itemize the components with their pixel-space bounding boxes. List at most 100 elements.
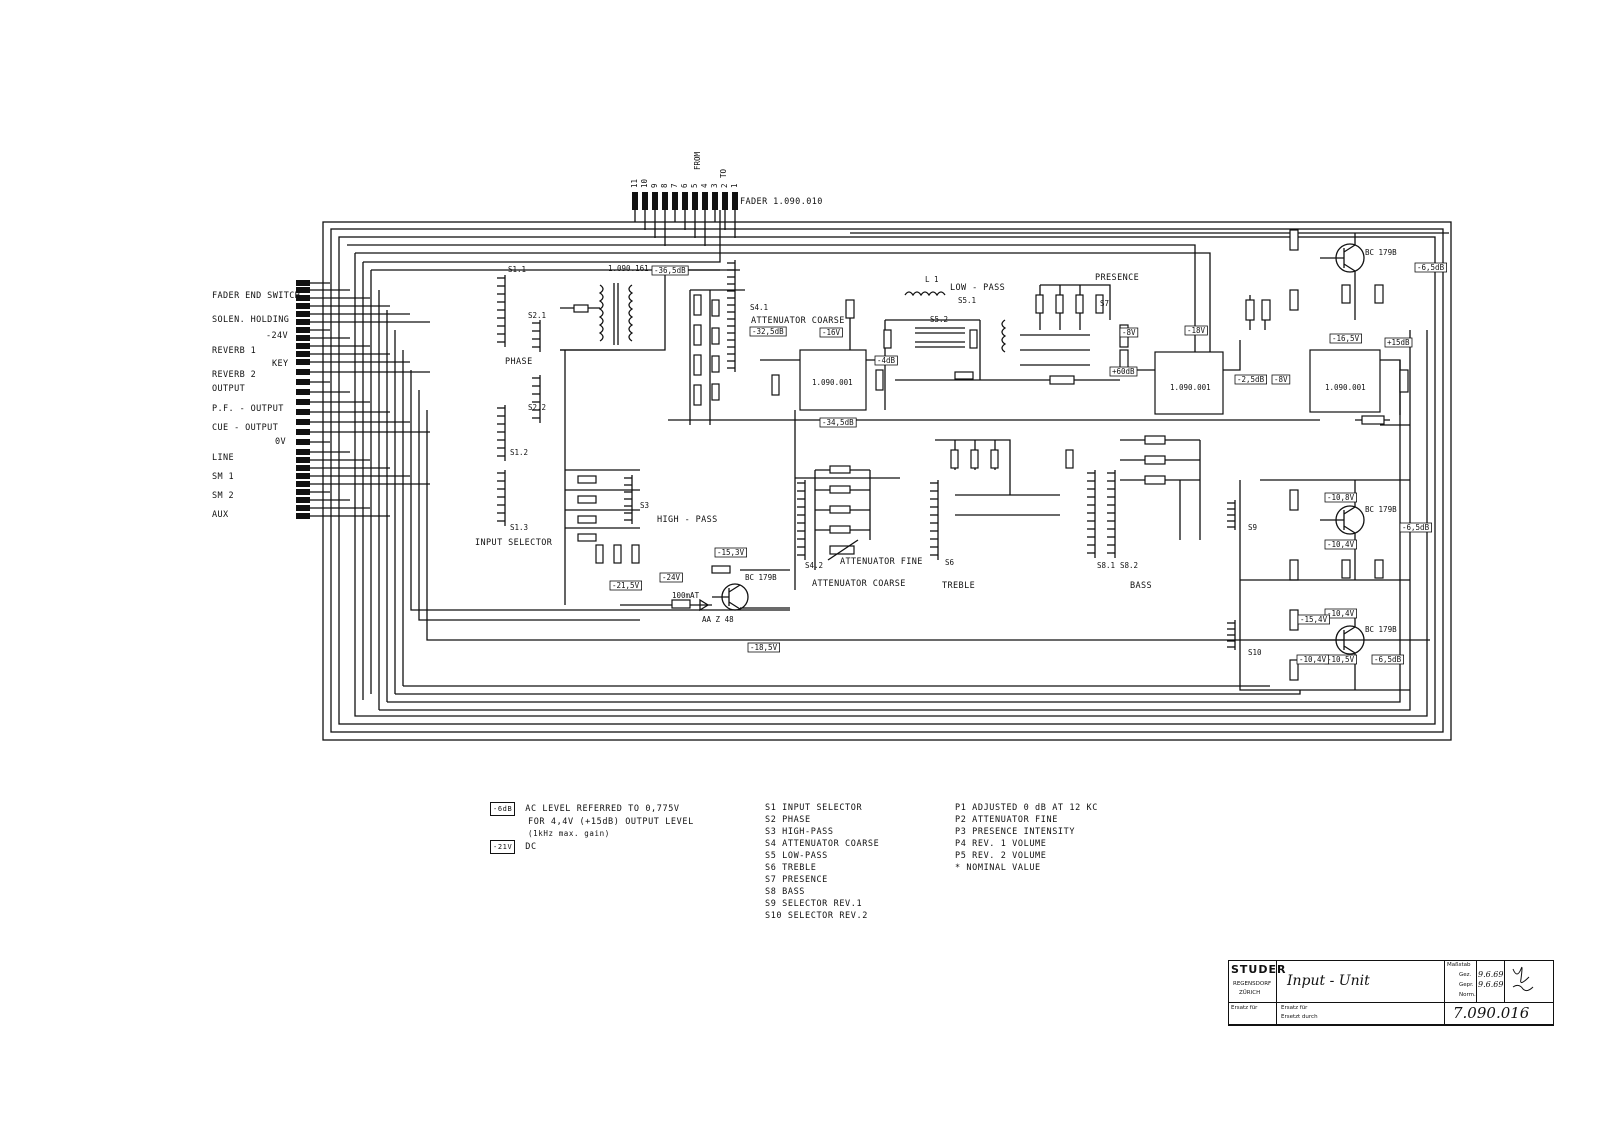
- connector-pin: [296, 473, 310, 479]
- signature-cell: [1505, 961, 1553, 1003]
- row-label-drawn: Gez.: [1459, 972, 1472, 978]
- fader-pin-number: 3: [710, 183, 719, 188]
- bass-label: BASS: [1130, 581, 1152, 591]
- level-tag-text: -18V: [1187, 326, 1206, 335]
- switch-s1-3-label: S1.3: [510, 523, 528, 532]
- q2-type-label: BC 179B: [1365, 248, 1397, 257]
- fader-pin-number: 7: [670, 183, 679, 188]
- connector-pin: [296, 513, 310, 519]
- label-cue-output: CUE - OUTPUT: [212, 423, 278, 433]
- scale-label: Maßstab: [1447, 962, 1471, 968]
- level-tag-text: -6,5dB: [1417, 263, 1445, 272]
- connector-pin: [296, 481, 310, 487]
- level-tag-text: -15,4V: [1300, 615, 1328, 624]
- level-tag-box: [1324, 608, 1358, 619]
- switch-s8-1-label: S8.1: [1097, 561, 1115, 570]
- connector-pin: [296, 280, 310, 286]
- attenuator-fine-label: ATTENUATOR FINE: [840, 557, 923, 567]
- legend-ac-line3: (1kHz max. gain): [528, 829, 610, 838]
- label-pf-output: P.F. - OUTPUT: [212, 404, 284, 414]
- fader-pin-number: 6: [680, 183, 689, 188]
- legend-ac-line2: FOR 4,4V (+15dB) OUTPUT LEVEL: [528, 817, 694, 827]
- level-tag-text: -4dB: [877, 356, 896, 365]
- connector-pin: [296, 319, 310, 325]
- low-pass-label: LOW - PASS: [950, 283, 1005, 293]
- connector-pin: [296, 465, 310, 471]
- level-tag-text: -16,5V: [1332, 334, 1360, 343]
- legend-dc-line: DC: [525, 842, 537, 852]
- transistor-q2-stage: BC 179B: [1289, 229, 1397, 320]
- fader-pin: [662, 192, 668, 210]
- connector-pin: [296, 327, 310, 333]
- switch-s3-label: S3: [640, 501, 649, 510]
- fader-pin: [632, 192, 638, 210]
- connector-pin: [296, 351, 310, 357]
- fader-pin-number: 4: [700, 183, 709, 188]
- label-sm-2: SM 2: [212, 491, 234, 501]
- level-tag-text: -18,5V: [750, 643, 778, 652]
- label-aux: AUX: [212, 510, 229, 520]
- level-tag-box: [1271, 374, 1291, 385]
- replaces-label: Ersatz für: [1231, 1005, 1258, 1011]
- connector-pin: [296, 429, 310, 435]
- fader-pin-number: 5: [690, 183, 699, 188]
- fuse-label: 100mAT: [672, 591, 700, 600]
- presence-label: PRESENCE: [1095, 273, 1139, 283]
- date-drawn: 9.6.69: [1478, 970, 1504, 979]
- level-tag-box: [714, 547, 748, 558]
- legend-pot-item: * NOMINAL VALUE: [955, 863, 1041, 873]
- level-tag-box: [1324, 539, 1358, 550]
- transistor-q1-stage: BC 179B 100mAT AA Z 48: [620, 565, 790, 624]
- level-tag-text: -16V: [822, 328, 841, 337]
- replaces-cell: Ersatz für: [1229, 1003, 1277, 1025]
- input-selector-label: INPUT SELECTOR: [475, 538, 553, 548]
- drawing-number-cell: 7.090.016: [1445, 1003, 1553, 1025]
- left-connector-labels: FADER END SWITCH SOLEN. HOLDING -24V REV…: [212, 291, 300, 520]
- presence-network: PRESENCE S7: [1000, 273, 1139, 385]
- switch-s8-2-label: S8.2: [1120, 561, 1138, 570]
- input-transformer: 1.090.161: [560, 264, 740, 351]
- level-tag-box: [747, 642, 781, 653]
- connector-pin: [296, 303, 310, 309]
- brand-cell: STUDER REGENSDORF ZÜRICH: [1229, 961, 1285, 1003]
- level-tag-box: [1329, 333, 1363, 344]
- title-block: STUDER REGENSDORF ZÜRICH Input - Unit Ma…: [1228, 960, 1554, 1026]
- switch-s2-2-label: S2.2: [528, 403, 546, 412]
- diode-type-label: AA Z 48: [702, 615, 734, 624]
- legend-dc-tag: -21V: [490, 840, 516, 854]
- high-pass-filter: S3 HIGH - PASS: [564, 350, 718, 605]
- connector-pin: [296, 497, 310, 503]
- replaced-by: Ersetzt durch: [1281, 1014, 1318, 1020]
- level-tag-box: [749, 326, 787, 337]
- switch-s1-1-label: S1.1: [508, 265, 526, 274]
- label-reverb-1: REVERB 1: [212, 346, 256, 356]
- level-tag-text: +60dB: [1112, 367, 1135, 376]
- legend-switch-item: S7 PRESENCE: [765, 875, 828, 885]
- fader-pin-number: 10: [640, 178, 649, 188]
- fader-pin: [702, 192, 708, 210]
- legend-pot-item: P5 REV. 2 VOLUME: [955, 851, 1047, 861]
- attenuator-coarse-bottom: S4.2 ATTENUATOR COARSE ATTENUATOR FINE: [794, 420, 923, 590]
- brand-city2: ZÜRICH: [1239, 990, 1261, 996]
- label-0v: 0V: [275, 437, 286, 447]
- legend-pot-item: P3 PRESENCE INTENSITY: [955, 827, 1076, 837]
- high-pass-label: HIGH - PASS: [657, 515, 718, 525]
- level-tag-text: -24V: [662, 573, 681, 582]
- date-checked: 9.6.69: [1478, 980, 1504, 989]
- level-tag-box: [651, 265, 689, 276]
- brand-logo: STUDER: [1231, 963, 1287, 976]
- legend-pot-item: P1 ADJUSTED 0 dB AT 12 KC: [955, 803, 1098, 813]
- level-tag-text: -34,5dB: [822, 418, 854, 427]
- level-tag-text: -8V: [1122, 328, 1136, 337]
- treble-network: S6 TREBLE: [930, 439, 1074, 591]
- drawing-title: Input - Unit: [1287, 973, 1370, 989]
- amp1-label: 1.090.001: [812, 378, 853, 387]
- label-solen-holding: SOLEN. HOLDING: [212, 315, 289, 325]
- transistor-q3-stage: BC 179B: [1289, 480, 1397, 581]
- legend-switches: S1 INPUT SELECTOR S2 PHASE S3 HIGH-PASS …: [765, 802, 879, 922]
- connector-pin: [296, 399, 310, 405]
- label-fader-end-switch: FADER END SWITCH: [212, 291, 300, 301]
- legend-switch-item: S6 TREBLE: [765, 863, 817, 873]
